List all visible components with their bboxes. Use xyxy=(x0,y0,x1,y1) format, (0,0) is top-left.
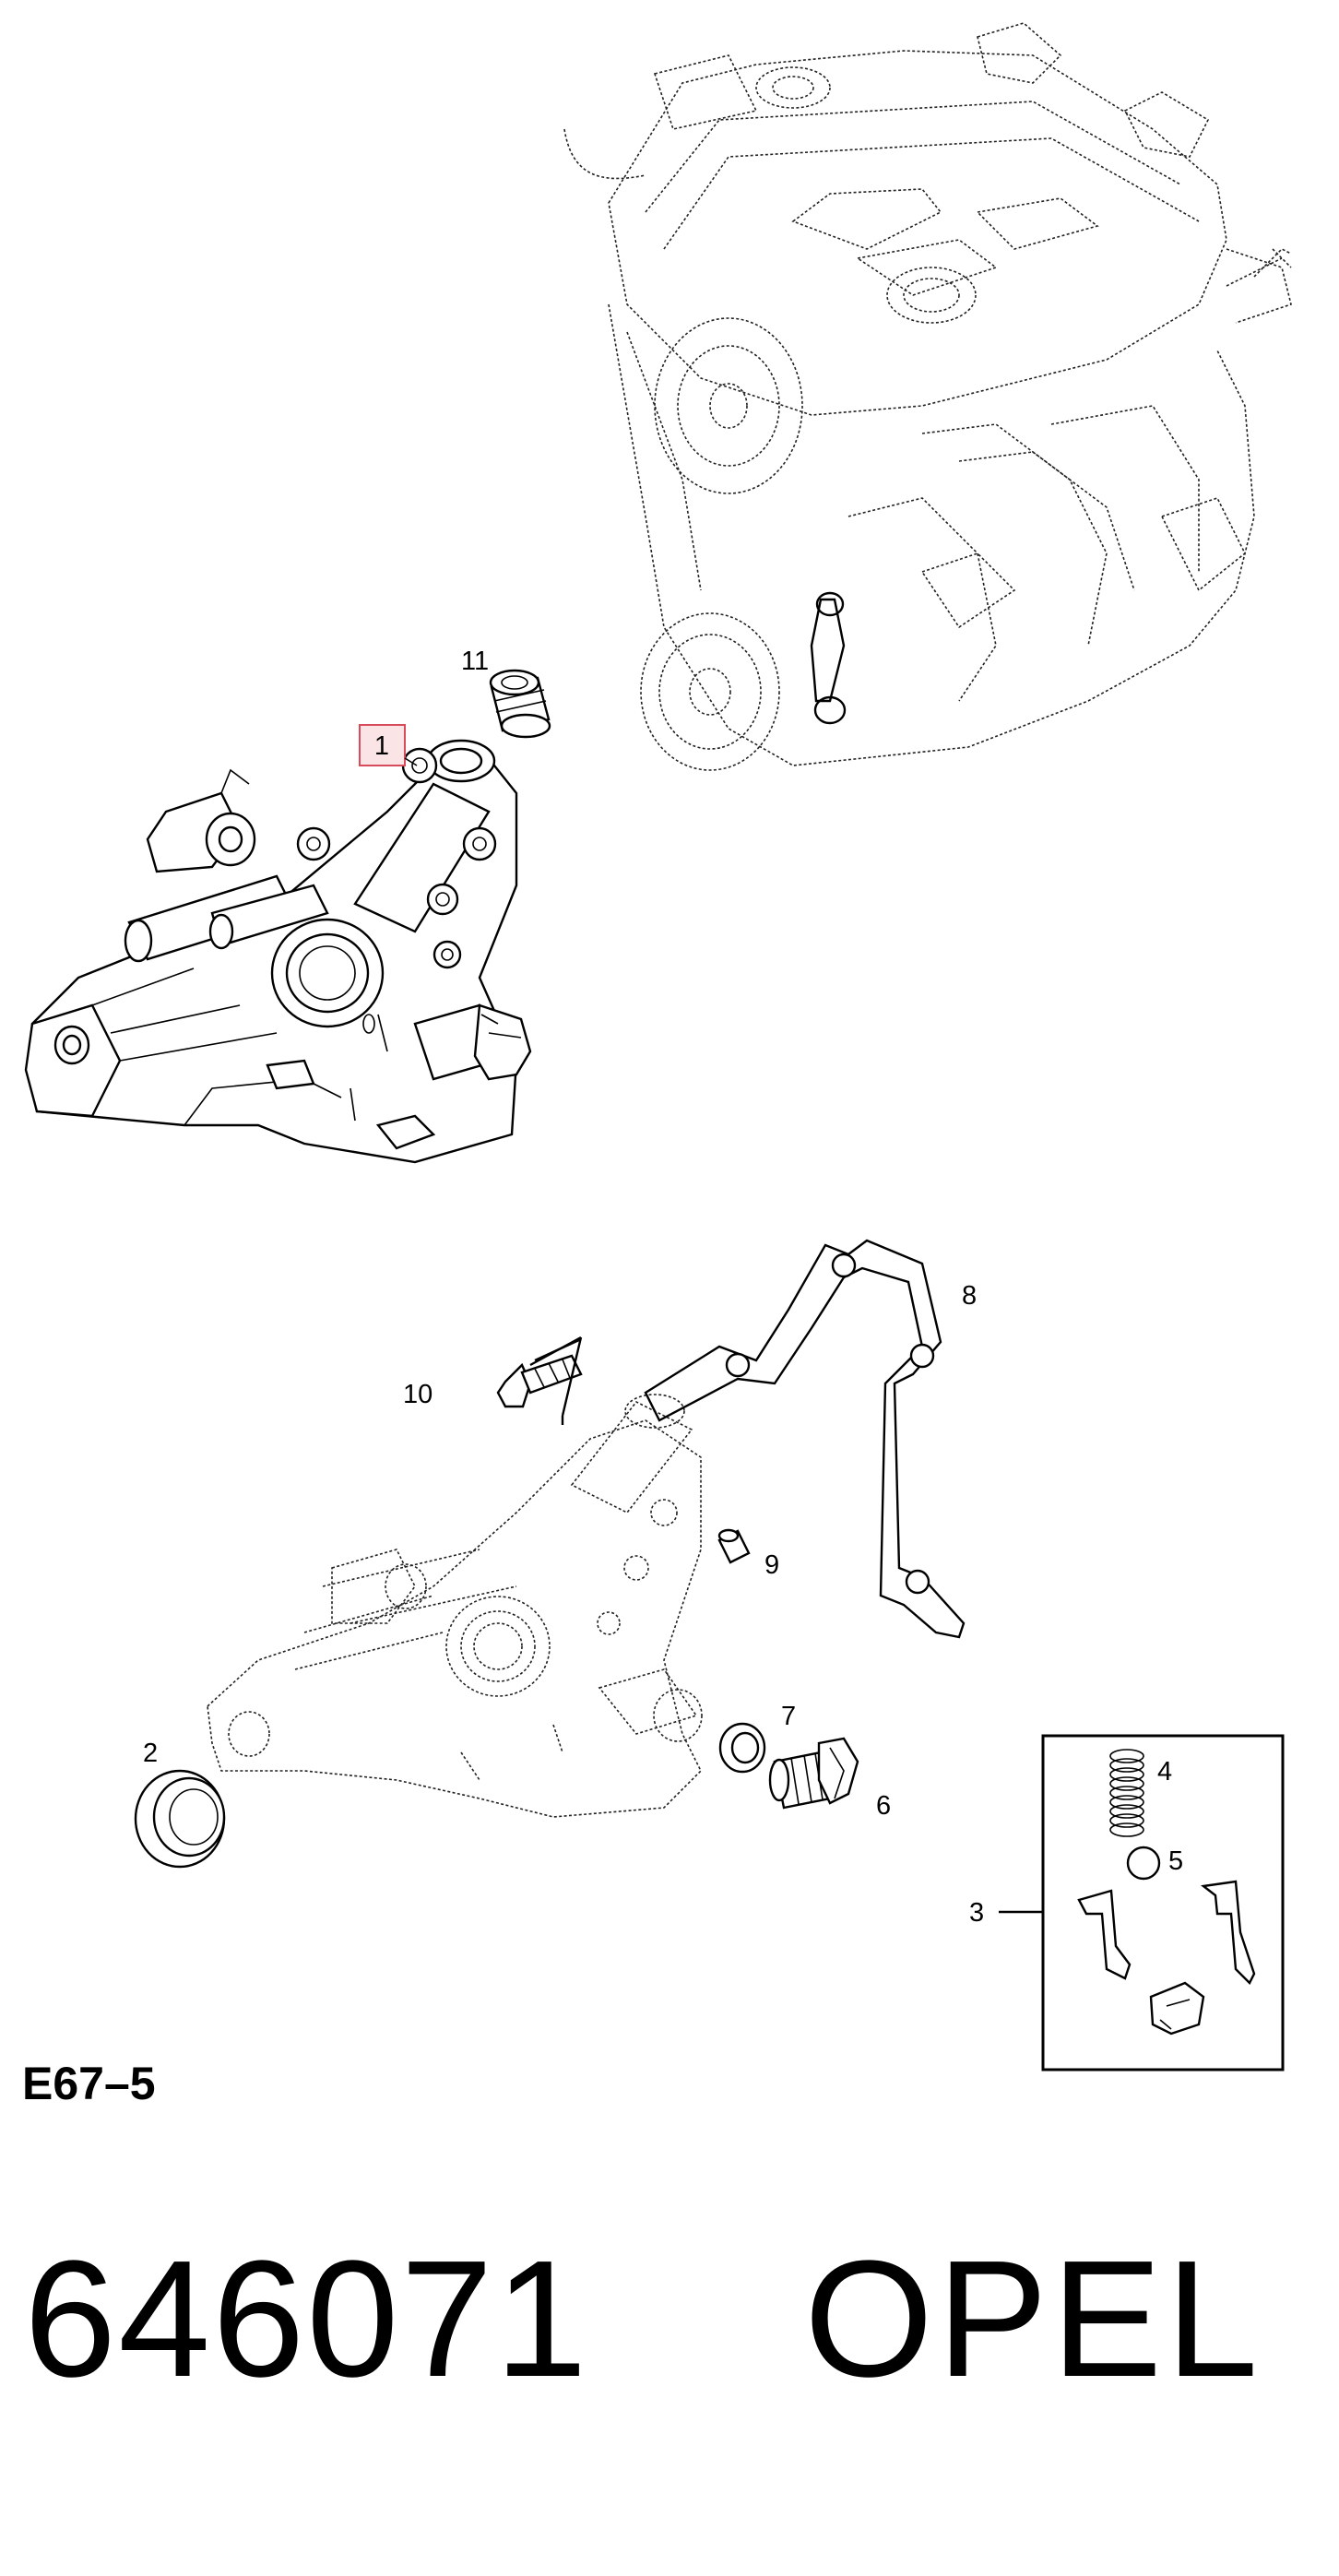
callout-5-label: 5 xyxy=(1168,1846,1183,1876)
callout-7-label: 7 xyxy=(781,1702,796,1731)
part-3-repair-kit-box xyxy=(999,1734,1285,2071)
callout-10-label: 10 xyxy=(403,1380,433,1409)
part-7-washer xyxy=(718,1722,766,1774)
brand-name: OPEL xyxy=(804,2226,1262,2412)
callout-2-label: 2 xyxy=(143,1739,158,1768)
diagram-code: E67–5 xyxy=(22,2058,156,2109)
part-1-oil-pump xyxy=(24,739,532,1164)
callout-8-label: 8 xyxy=(962,1281,977,1311)
part-10-bolt xyxy=(496,1335,583,1425)
part-5-ball xyxy=(1126,1846,1161,1881)
callout-9-label: 9 xyxy=(764,1550,779,1580)
part-11-plug xyxy=(489,669,551,739)
callout-3-label: 3 xyxy=(969,1898,984,1928)
part-9-dowel xyxy=(717,1528,751,1564)
engine-block-illustration xyxy=(563,22,1292,771)
callout-1-highlight[interactable]: 1 xyxy=(359,724,418,766)
part-number: 646071 xyxy=(24,2226,589,2412)
callout-11-label: 11 xyxy=(461,647,489,676)
callout-6-label: 6 xyxy=(876,1791,891,1821)
callout-1-label: 1 xyxy=(374,731,389,761)
part-4-spring xyxy=(1109,1749,1144,1837)
callout-4-label: 4 xyxy=(1157,1757,1172,1787)
part-6-bolt xyxy=(768,1737,859,1810)
oil-pump-housing-dotted xyxy=(207,1394,703,1818)
part-2-seal xyxy=(134,1769,226,1869)
part-8-gasket xyxy=(644,1239,966,1639)
